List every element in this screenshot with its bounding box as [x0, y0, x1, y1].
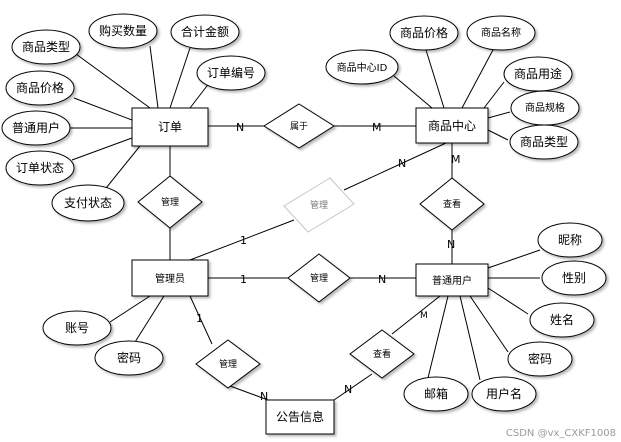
card-user-manage-admin: N: [378, 273, 386, 286]
attr-label: 购买数量: [99, 23, 147, 38]
card-admin-manage-product: 1: [240, 234, 247, 247]
card-product-view: M: [451, 153, 461, 166]
card-product-belongs: M: [372, 121, 382, 134]
attr-label: 商品价格: [16, 80, 64, 95]
rel-view-notice: 查看: [349, 329, 415, 379]
attr-user-email: 邮箱: [403, 376, 469, 412]
card-user-view: N: [447, 238, 455, 251]
attr-label: 普通用户: [12, 120, 60, 135]
rel-label: 管理: [219, 358, 237, 370]
cardinality-labels: N M M N 1 N 1 N 1 N N M: [196, 121, 461, 403]
attr-order-status: 订单状态: [5, 150, 75, 186]
attr-product-price: 商品价格: [389, 15, 459, 51]
attr-order-buy-quantity: 购买数量: [88, 13, 158, 49]
connector-lines: [70, 45, 541, 401]
card-product-manage-admin: N: [398, 157, 406, 170]
attr-order-normal-user: 普通用户: [1, 110, 71, 146]
attr-order-product-price: 商品价格: [5, 70, 75, 106]
product-attributes: 商品价格 商品名称 商品中心ID 商品用途 商品规格 商品类型: [325, 15, 580, 160]
rel-manage-product: 管理: [283, 177, 355, 233]
attr-order-no: 订单编号: [196, 55, 266, 91]
rel-label: 属于: [290, 121, 308, 132]
rel-label: 管理: [310, 199, 328, 211]
attr-admin-account: 账号: [42, 310, 112, 346]
attr-label: 姓名: [550, 312, 574, 327]
attr-product-name: 商品名称: [466, 15, 536, 51]
attr-label: 商品中心ID: [337, 61, 388, 74]
entity-label: 管理员: [155, 272, 185, 285]
entity-label: 订单: [158, 120, 182, 134]
rel-belongs: 属于: [263, 103, 335, 149]
attr-order-pay-status: 支付状态: [51, 184, 125, 222]
rel-label: 查看: [373, 348, 391, 360]
entity-user: 普通用户: [415, 263, 489, 297]
attr-label: 商品类型: [520, 134, 568, 149]
rel-manage-user: 管理: [287, 253, 351, 303]
attr-label: 商品名称: [481, 26, 521, 39]
entity-admin: 管理员: [131, 259, 209, 297]
entity-label: 商品中心: [428, 118, 476, 133]
attr-product-spec: 商品规格: [510, 90, 580, 126]
attr-label: 商品类型: [22, 39, 70, 54]
attr-user-username: 用户名: [471, 376, 537, 412]
entity-notice: 公告信息: [265, 399, 335, 435]
attr-user-gender: 性别: [541, 260, 607, 296]
rel-manage-notice: 管理: [195, 339, 261, 389]
attr-product-use: 商品用途: [503, 56, 573, 92]
attr-order-product-type: 商品类型: [11, 29, 81, 65]
entity-order: 订单: [131, 107, 209, 147]
entities: 订单 商品中心 管理员 普通用户 公告信息: [131, 107, 489, 435]
attr-label: 昵称: [558, 233, 582, 247]
entity-label: 普通用户: [432, 274, 472, 287]
rel-label: 管理: [161, 196, 179, 208]
user-attributes: 昵称 性别 姓名 密码 邮箱 用户名: [403, 222, 607, 412]
rel-manage-order: 管理: [137, 175, 203, 229]
relationships: 属于 管理 管理 查看 管理 管理 查看: [137, 103, 485, 389]
attr-label: 用户名: [486, 386, 522, 401]
attr-admin-password: 密码: [94, 340, 164, 376]
attr-label: 支付状态: [64, 196, 112, 210]
admin-attributes: 账号 密码: [42, 310, 164, 376]
attr-label: 订单编号: [207, 65, 255, 80]
attr-label: 账号: [65, 321, 89, 335]
entity-product-center: 商品中心: [415, 107, 489, 144]
attr-user-password: 密码: [507, 341, 573, 377]
attr-product-type: 商品类型: [509, 124, 579, 160]
attr-label: 订单状态: [16, 161, 64, 175]
attr-label: 商品用途: [514, 66, 562, 81]
order-attributes: 商品类型 购买数量 合计金额 订单编号 商品价格 普通用户 订单状态 支付状态: [1, 13, 266, 222]
attr-label: 性别: [562, 271, 586, 285]
attr-user-name: 姓名: [529, 302, 595, 338]
rel-label: 管理: [310, 272, 328, 284]
attr-label: 商品价格: [400, 25, 448, 40]
attr-label: 合计金额: [181, 24, 229, 39]
rel-view-product: 查看: [419, 177, 485, 231]
card-notice-view: N: [344, 383, 352, 396]
attr-label: 密码: [528, 351, 552, 366]
entity-label: 公告信息: [276, 409, 324, 424]
attr-order-total-amount: 合计金额: [170, 14, 240, 50]
attr-product-center-id: 商品中心ID: [325, 49, 399, 85]
card-order-belongs: N: [236, 121, 244, 134]
attr-user-nickname: 昵称: [537, 222, 603, 258]
card-admin-manage-notice: 1: [196, 312, 203, 325]
attr-label: 邮箱: [424, 386, 448, 401]
attr-label: 密码: [117, 350, 141, 365]
card-admin-manage-user: 1: [240, 273, 247, 286]
rel-label: 查看: [443, 198, 461, 210]
attr-label: 商品规格: [525, 101, 565, 114]
card-user-view-notice: M: [420, 311, 428, 321]
card-notice-manage-admin: N: [260, 390, 268, 403]
watermark: CSDN @vx_CXKF1008: [506, 428, 616, 439]
